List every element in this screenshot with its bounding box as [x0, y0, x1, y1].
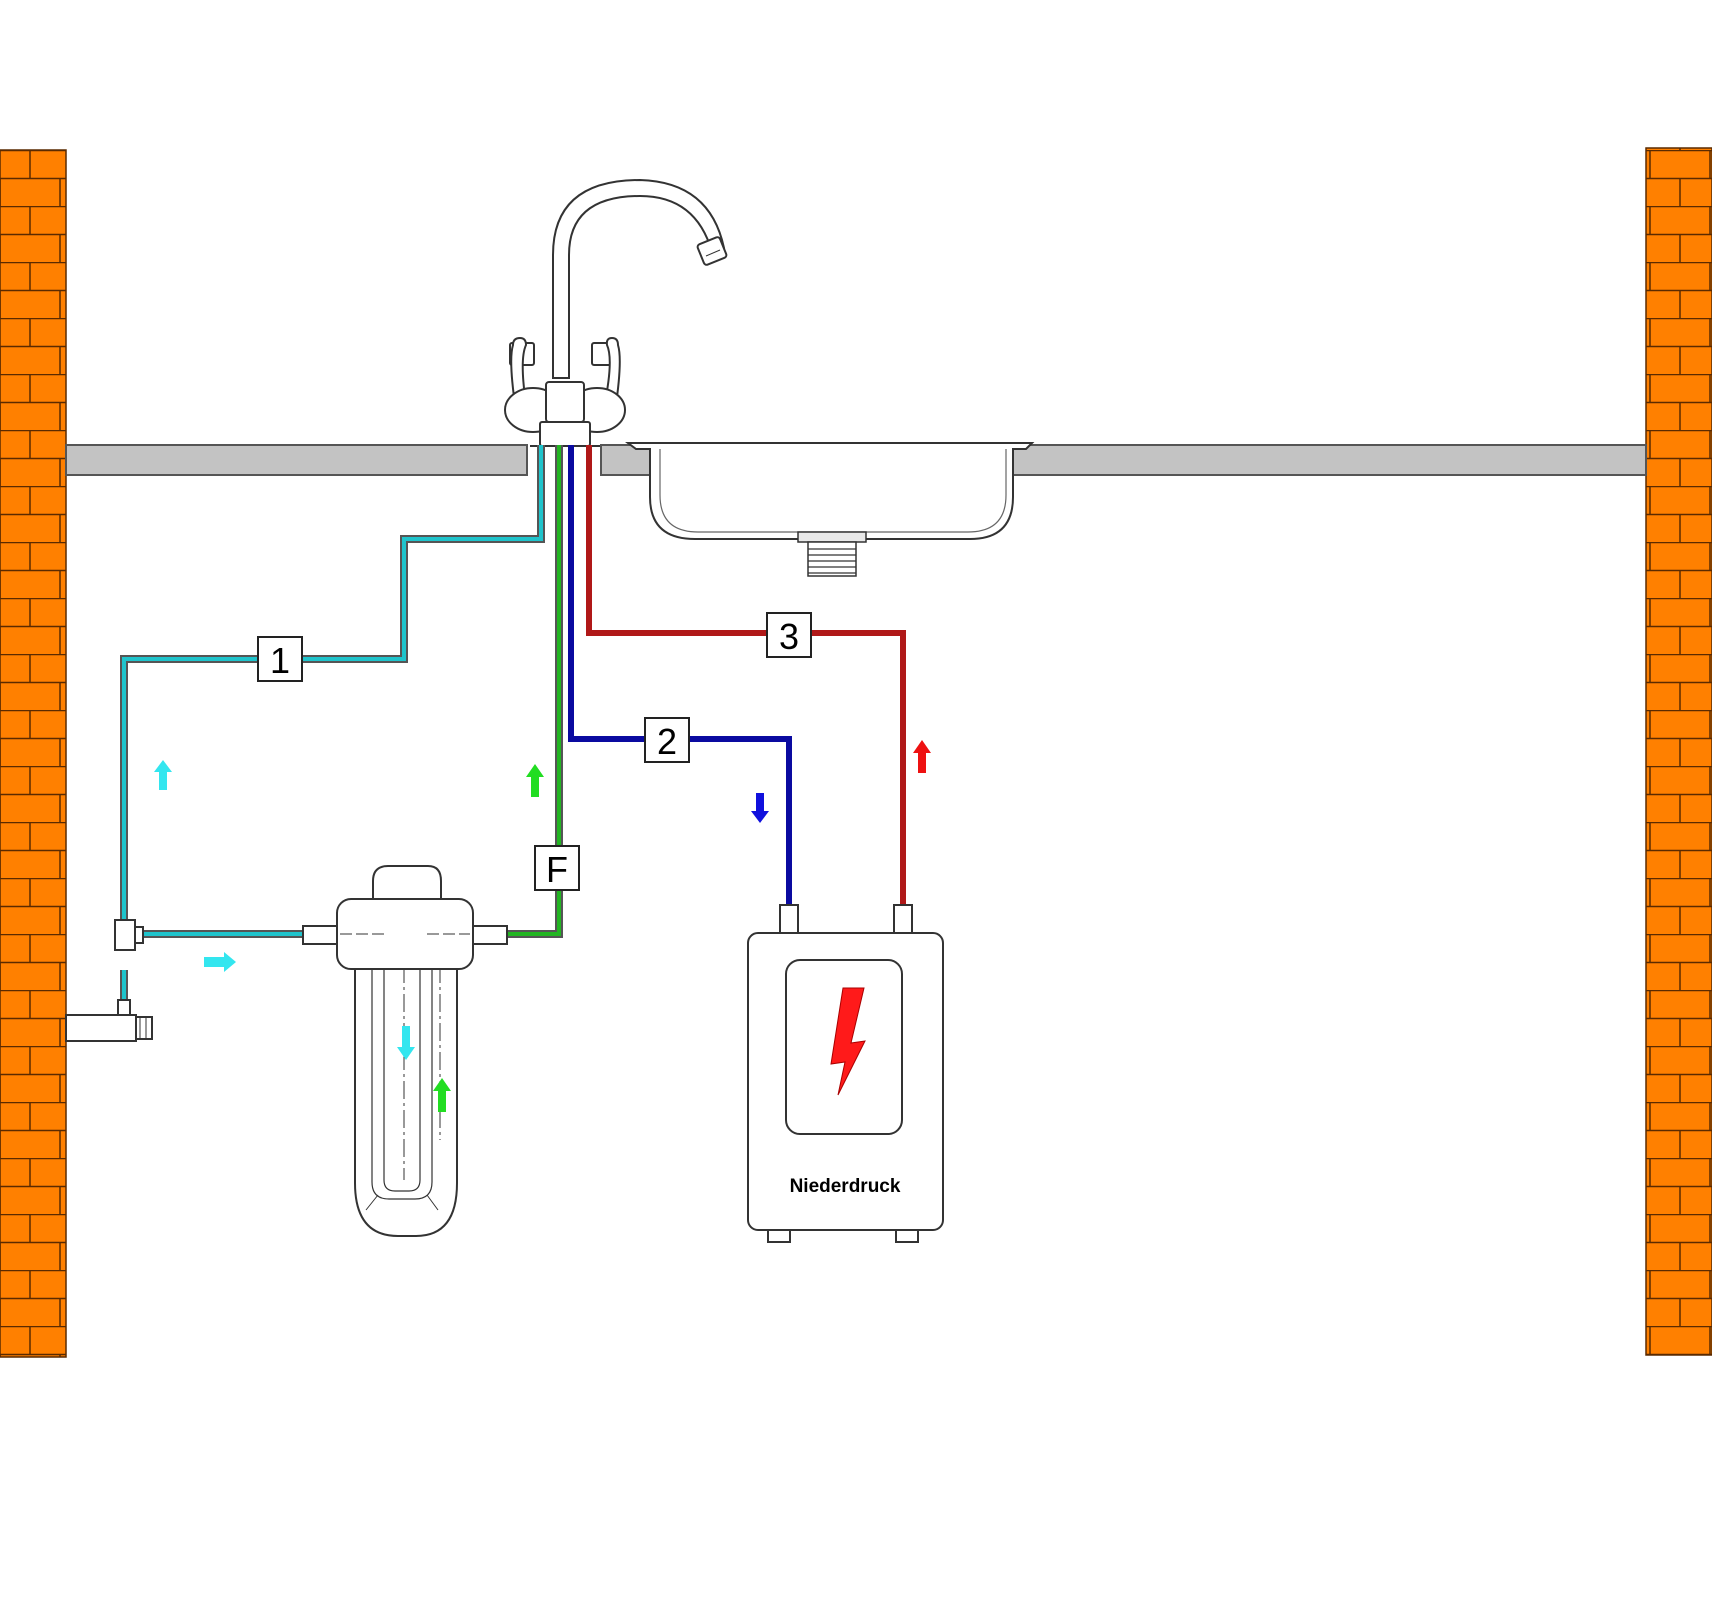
boiler [747, 904, 944, 1243]
right-brick-wall [1645, 147, 1712, 1356]
flow-arrow-icon [154, 760, 172, 790]
faucet [504, 178, 728, 447]
svg-text:2: 2 [657, 721, 677, 762]
sink-drain [797, 531, 867, 577]
flow-arrow-icon [913, 740, 931, 773]
flow-arrow-icon [751, 793, 769, 823]
pipe-label-1: 1 [257, 636, 303, 682]
svg-text:3: 3 [779, 616, 799, 657]
flow-arrow-icon [397, 1026, 415, 1060]
cold-water-line [120, 445, 545, 930]
svg-text:F: F [546, 849, 568, 890]
pipe-label-3: 3 [766, 612, 812, 658]
countertop-left [65, 444, 528, 476]
boiler-label: Niederdruck [790, 1176, 901, 1197]
sink [625, 442, 1035, 540]
angle-valve [65, 999, 153, 1042]
lightning-icon [830, 987, 866, 1096]
left-brick-wall [0, 149, 67, 1358]
tee-fitting [114, 919, 144, 951]
water-filter [302, 865, 508, 1237]
flow-arrow-icon [204, 952, 236, 972]
svg-text:1: 1 [270, 640, 290, 681]
flow-arrow-icon [433, 1078, 451, 1112]
pipe-label-2: 2 [644, 717, 690, 763]
boiler-hot-line [586, 445, 906, 905]
flow-arrow-icon [526, 764, 544, 797]
filter-label: F [534, 845, 580, 891]
